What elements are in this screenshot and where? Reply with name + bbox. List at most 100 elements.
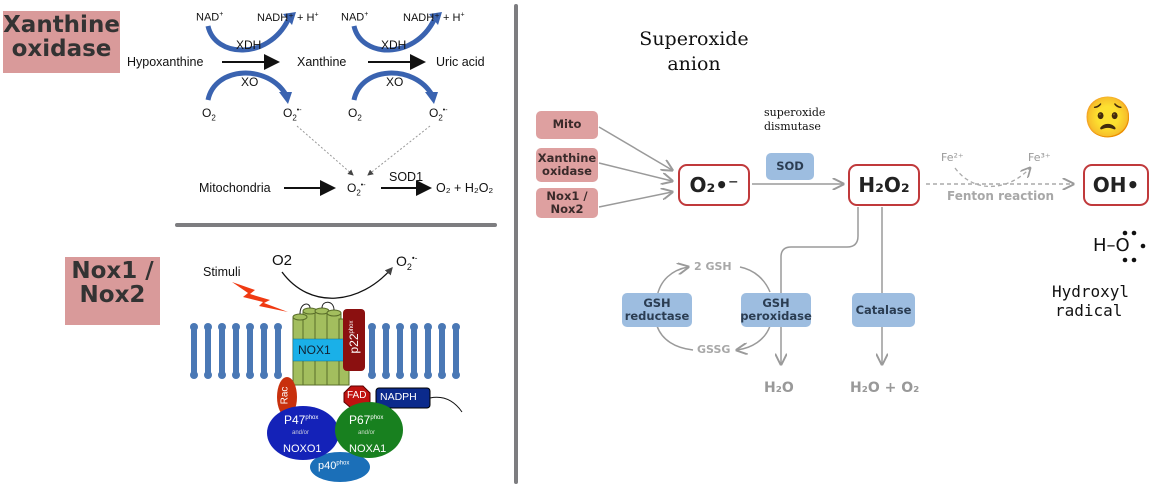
superoxide-title: Superoxide anion — [630, 27, 758, 76]
text: O — [283, 106, 293, 120]
hydroxyl-box: OH• — [1083, 164, 1149, 206]
membrane-right — [368, 323, 460, 379]
label-line: oxidase — [11, 36, 112, 63]
nox1-label: NOX1 — [298, 343, 331, 357]
text: NADH⁺ + H — [403, 12, 461, 24]
text: P47 — [284, 413, 306, 427]
sod-caption: superoxide dismutase — [764, 106, 825, 135]
text: phox — [305, 415, 319, 421]
title-line: Superoxide — [639, 28, 749, 50]
text: Xanthine — [537, 150, 597, 165]
fe3-label: Fe³⁺ — [1028, 151, 1051, 164]
text: NAD — [341, 11, 365, 24]
label-line: Nox2 — [79, 282, 146, 309]
text: GSH — [762, 296, 790, 311]
text: oxidase — [542, 164, 592, 178]
caption-line: dismutase — [764, 120, 821, 134]
membrane-left — [190, 323, 282, 379]
text: reductase — [624, 309, 690, 323]
water-product: H₂O — [764, 380, 794, 396]
uric-acid-label: Uric acid — [436, 55, 485, 69]
caption-line: superoxide — [764, 106, 826, 119]
text: O — [202, 106, 212, 120]
text: NAD — [196, 11, 220, 24]
text: OH• — [1092, 173, 1140, 197]
fad-label: FAD — [347, 390, 367, 401]
text: p22 — [347, 333, 361, 354]
hypoxanthine-label: Hypoxanthine — [127, 55, 204, 69]
text: Mito — [552, 117, 582, 132]
label-line: Xanthine — [3, 12, 120, 38]
xdh-label-1: XDH — [236, 38, 262, 52]
o2-label-1: O2 — [202, 106, 216, 123]
xo-label-1: XO — [241, 75, 259, 89]
text: Catalase — [855, 302, 912, 317]
lone-pair-dots — [1122, 230, 1146, 263]
text: phox — [336, 460, 350, 467]
noxa1-label: NOXA1 — [349, 443, 387, 455]
o2-in-label: O2 — [272, 252, 293, 269]
text: GSH — [643, 296, 671, 311]
text: O₂•⁻ — [689, 173, 739, 197]
sod-box: SOD — [766, 153, 814, 180]
p67-andor-label: and/or — [358, 430, 376, 436]
text: Nox1 / — [546, 188, 588, 203]
fe2-label: Fe²⁺ — [941, 151, 964, 164]
vertical-divider — [514, 4, 518, 484]
text: phox — [370, 415, 384, 421]
caption-line: radical — [1055, 301, 1123, 321]
xo-label-2: XO — [386, 75, 404, 89]
p22phox-label: p22phox — [347, 317, 361, 357]
nad-label-2: NAD+ — [341, 11, 369, 24]
superoxide-label-2: O2•- — [429, 106, 448, 123]
text: H₂O₂ — [858, 173, 910, 197]
source-nox: Nox1 /Nox2 — [536, 188, 598, 218]
nadph-label: NADPH — [380, 391, 417, 403]
worried-face-icon: 😟 — [1083, 96, 1133, 140]
nadh-label-2: NADH⁺ + H+ — [403, 11, 465, 24]
text: O — [396, 253, 407, 269]
text: peroxidase — [740, 309, 812, 323]
h2o2-box: H₂O₂ — [848, 164, 920, 206]
horizontal-divider — [175, 223, 497, 227]
lightning-icon — [232, 282, 288, 312]
text: phox — [349, 320, 355, 334]
title-line: anion — [667, 52, 721, 75]
p47-andor-label: and/or — [292, 430, 310, 436]
rac-label: Rac — [279, 386, 291, 405]
nad-label-1: NAD+ — [196, 11, 224, 24]
sod1-products-label: O₂ + H₂O₂ — [436, 181, 494, 195]
text: p40 — [318, 460, 337, 472]
xanthine-label: Xanthine — [297, 55, 347, 69]
mitochondria-label: Mitochondria — [199, 181, 271, 195]
xanthine-oxidase-label: Xanthine oxidase — [3, 11, 120, 73]
fenton-label: Fenton reaction — [947, 189, 1054, 203]
o2-out-label: O2•- — [396, 253, 418, 272]
nadh-label-1: NADH⁺ + H+ — [257, 11, 319, 24]
text: O — [347, 181, 357, 195]
text: SOD — [776, 159, 804, 174]
superoxide-center-label: O2•- — [347, 181, 366, 198]
label-line: Nox1 / — [71, 258, 154, 284]
source-mito: Mito — [536, 111, 598, 139]
stimuli-label: Stimuli — [203, 265, 241, 279]
p67-label: P67phox — [349, 413, 383, 427]
text: O — [348, 106, 358, 120]
water-oxygen-product: H₂O + O₂ — [850, 380, 920, 396]
hydroxyl-caption: Hydroxyl radical — [1052, 282, 1129, 320]
sod1-label: SOD1 — [389, 170, 424, 184]
text: Nox2 — [550, 202, 584, 216]
caption-line: Hydroxyl — [1052, 282, 1130, 301]
text: P67 — [349, 413, 371, 427]
gsh2-label: 2 GSH — [694, 260, 732, 273]
lewis-structure: H–O — [1093, 235, 1130, 256]
nox-label: Nox1 / Nox2 — [65, 257, 160, 325]
catalase-box: Catalase — [852, 293, 915, 327]
o2-label-2: O2 — [348, 106, 362, 123]
p40-label: p40phox — [318, 460, 349, 472]
xdh-label-2: XDH — [381, 38, 407, 52]
